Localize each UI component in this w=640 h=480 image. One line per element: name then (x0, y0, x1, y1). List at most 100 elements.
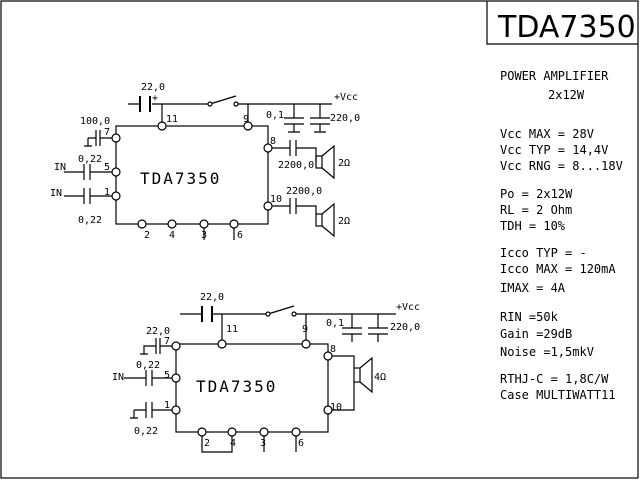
pin-label: 3 (260, 438, 266, 449)
pin-3 (259, 427, 269, 437)
spec-case: Case MULTIWATT11 (500, 388, 616, 402)
input-cap-2 (64, 188, 112, 204)
input-cap-4 (130, 402, 172, 419)
chip-body-2 (175, 343, 329, 433)
subtitle-line-2: 2x12W (548, 88, 585, 102)
cap-220-1 (310, 104, 330, 133)
vcc-label-1: +Vcc (334, 92, 358, 103)
speaker-1 (315, 155, 323, 169)
chip-label-2: TDA7350 (196, 377, 277, 396)
pin-1 (111, 191, 121, 201)
subtitle-line-1: POWER AMPLIFIER (500, 69, 609, 83)
chip-label-1: TDA7350 (140, 169, 221, 188)
switch-contact (291, 311, 297, 317)
cap-22-3 (140, 338, 172, 355)
pin-11 (157, 121, 167, 131)
pin-4 (227, 427, 237, 437)
pin-label: 7 (164, 336, 170, 347)
spec-imax: IMAX = 4A (500, 281, 566, 295)
switch-contact (233, 101, 239, 107)
speaker-leads (332, 355, 355, 411)
pin-5 (111, 167, 121, 177)
pin-label: 10 (330, 402, 342, 413)
title-box (486, 1, 638, 45)
title: TDA7350 (497, 10, 636, 45)
out-cap-2 (272, 198, 317, 214)
spec-po: Po = 2x12W (500, 187, 573, 201)
pin-7 (171, 341, 181, 351)
input-cap-1 (64, 164, 112, 180)
spec-rl: RL = 2 Ohm (500, 203, 572, 217)
cap-label: 0,22 (134, 426, 158, 437)
speaker-label: 4Ω (374, 372, 386, 383)
cap-label: 100,0 (80, 116, 110, 127)
speaker-3 (353, 367, 361, 383)
pin-label: 11 (226, 324, 238, 335)
cap-label: 2200,0 (278, 160, 314, 171)
cap-220-2 (368, 314, 388, 342)
pin-5 (171, 373, 181, 383)
pin-label: 4 (230, 438, 236, 449)
cap-label: 0,22 (78, 215, 102, 226)
pin-6 (229, 219, 239, 229)
pin-label: 10 (270, 194, 282, 205)
pin-1 (171, 405, 181, 415)
cap-label: 0,22 (136, 360, 160, 371)
cap-0-1-2 (342, 314, 362, 342)
pin-label: 1 (104, 187, 110, 198)
spec-rin: RIN =50k (500, 310, 559, 324)
pin-4 (167, 219, 177, 229)
speaker-label: 2Ω (338, 158, 350, 169)
pin-label: 6 (237, 230, 243, 241)
ground-leads-2 (201, 436, 297, 453)
pin-label: 5 (104, 162, 110, 173)
spec-gain: Gain =29dB (500, 327, 572, 341)
pin-label: 9 (302, 324, 308, 335)
pin-label: 6 (298, 438, 304, 449)
cap-label: 22,0 (200, 292, 224, 303)
plus-mark: + (152, 93, 158, 104)
cap-22-1-label: 22,0 (141, 82, 165, 93)
circuit-stereo: TDA7350 22,0 + +Vcc 11 9 0,1 220,0 7 5 1… (50, 82, 360, 241)
speaker-2 (315, 213, 323, 227)
pin-label: 5 (164, 370, 170, 381)
spec-vcc-rng: Vcc RNG = 8...18V (500, 159, 623, 173)
spec-vcc-max: Vcc MAX = 28V (500, 127, 594, 141)
out-cap-1 (272, 140, 317, 162)
cap-100-1 (84, 130, 112, 147)
switch-1 (209, 95, 237, 105)
pin-2 (197, 427, 207, 437)
switch-contact (207, 101, 213, 107)
pin-11 (217, 339, 227, 349)
pin-label: 11 (166, 114, 178, 125)
supply-drops-2 (221, 314, 307, 344)
input-label: IN (54, 162, 66, 173)
pin-label: 8 (270, 136, 276, 147)
speaker-label: 2Ω (338, 216, 350, 227)
pin-9 (301, 339, 311, 349)
pin-label: 4 (169, 230, 175, 241)
pin-label: 2 (144, 230, 150, 241)
spec-icco-max: Icco MAX = 120mA (500, 262, 616, 276)
switch-contact (265, 311, 271, 317)
speaker-2-cone (321, 202, 335, 238)
circuit-bridge: TDA7350 22,0 +Vcc 11 9 0,1 220,0 7 5 1 2… (112, 292, 420, 453)
ground-leads (203, 228, 235, 240)
spec-rth: RTHJ-C = 1,8C/W (500, 372, 609, 386)
vcc-label-2: +Vcc (396, 302, 420, 313)
pin-label: 2 (204, 438, 210, 449)
spec-vcc-typ: Vcc TYP = 14,4V (500, 143, 608, 157)
cap-label: 220,0 (390, 322, 420, 333)
spec-thd: TDH = 10% (500, 219, 566, 233)
input-label: IN (50, 188, 62, 199)
pin-9 (243, 121, 253, 131)
cap-22-2 (201, 306, 213, 322)
cap-label: 2200,0 (286, 186, 322, 197)
cap-label: 22,0 (146, 326, 170, 337)
pin-6 (291, 427, 301, 437)
cap-label: 0,1 (266, 110, 284, 121)
speaker-1-cone (321, 144, 335, 180)
spec-icco-typ: Icco TYP = - (500, 246, 587, 260)
